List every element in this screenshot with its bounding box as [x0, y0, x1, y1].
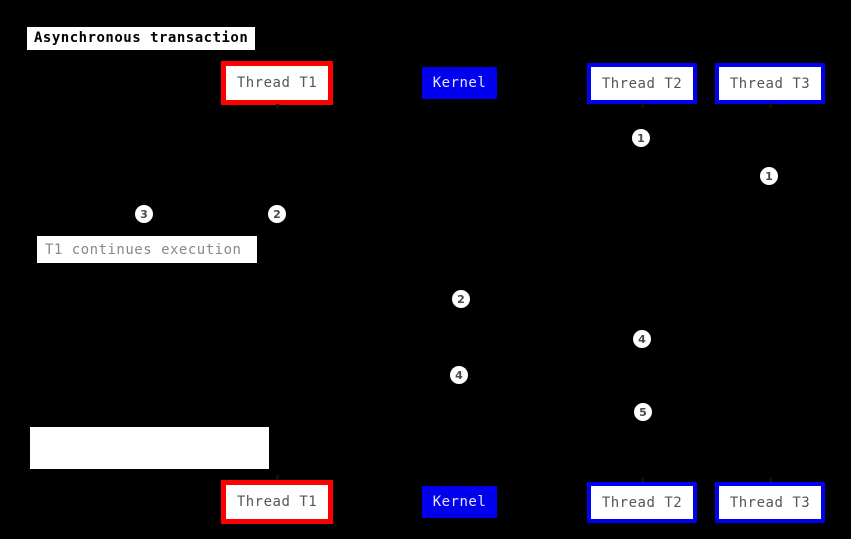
lifeline-foot-thread-t3[interactable]: Thread T3 — [715, 482, 825, 523]
step-marker-t2-1: 1 — [632, 129, 650, 147]
lifeline-foot-kernel[interactable]: Kernel — [422, 486, 497, 518]
step-marker-t2-4: 4 — [633, 330, 651, 348]
step-marker-kernel-2: 2 — [452, 290, 470, 308]
step-marker-t1-2: 2 — [268, 205, 286, 223]
lifeline-stub-thread-t1-head — [276, 104, 279, 109]
diagram-title: Asynchronous transaction — [27, 27, 256, 50]
note-blank — [30, 427, 269, 469]
lifeline-stub-thread-t1-foot — [276, 475, 279, 480]
lifeline-stub-thread-t3-foot — [769, 478, 772, 483]
lifeline-stub-thread-t2-head — [641, 103, 644, 108]
lifeline-head-thread-t1[interactable]: Thread T1 — [221, 61, 333, 105]
lifeline-head-kernel[interactable]: Kernel — [422, 67, 497, 99]
lifeline-foot-thread-t1[interactable]: Thread T1 — [221, 480, 333, 524]
step-marker-t1-3: 3 — [135, 205, 153, 223]
lifeline-stub-thread-t3-head — [769, 103, 772, 108]
note-t1-continues-execution: T1 continues execution — [37, 236, 257, 263]
lifeline-stub-thread-t2-foot — [641, 478, 644, 483]
step-marker-t2-5: 5 — [634, 403, 652, 421]
step-marker-t3-1: 1 — [760, 167, 778, 185]
lifeline-head-thread-t2[interactable]: Thread T2 — [587, 63, 697, 104]
lifeline-foot-thread-t2[interactable]: Thread T2 — [587, 482, 697, 523]
lifeline-head-thread-t3[interactable]: Thread T3 — [715, 63, 825, 104]
step-marker-kernel-4: 4 — [450, 366, 468, 384]
